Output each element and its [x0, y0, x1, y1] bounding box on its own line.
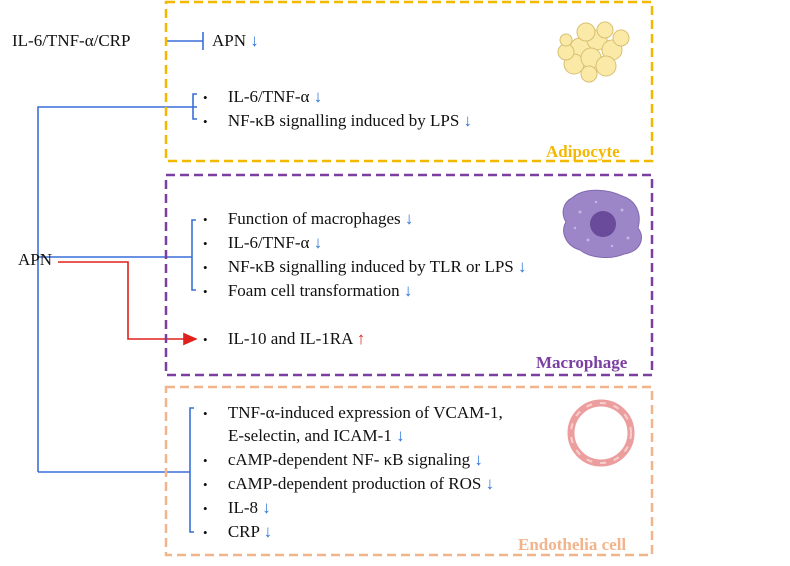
down-arrow-icon: ↓ [474, 450, 483, 469]
list-item: • IL-6/TNF-α ↓ [203, 233, 322, 254]
apn-item-text: APN [212, 31, 247, 50]
apn-promote-line [58, 261, 198, 346]
down-arrow-icon: ↓ [404, 209, 414, 228]
bullet: • [203, 406, 208, 421]
item-text: IL-6/TNF-α [227, 87, 310, 106]
apn-label: APN [18, 250, 53, 269]
apn-to-adipocyte-line [37, 106, 197, 258]
item-text: cAMP-dependent NF- κB signaling [227, 450, 471, 469]
adipocyte-cells-icon [557, 21, 630, 83]
item-text: TNF-α-induced expression of VCAM-1, [227, 403, 503, 422]
list-item: • Function of macrophages ↓ [203, 209, 413, 230]
list-item: • IL-8 ↓ [203, 498, 271, 519]
item-text: IL-6/TNF-α [227, 233, 310, 252]
down-arrow-icon: ↓ [403, 281, 413, 300]
bullet: • [203, 236, 208, 251]
list-item: • IL-10 and IL-1RA ↑ [203, 329, 365, 350]
bullet: • [203, 212, 208, 227]
macrophage-bracket [191, 219, 196, 291]
list-item: • NF-κB signalling induced by TLR or LPS… [203, 257, 526, 278]
item-text: NF-κB signalling induced by TLR or LPS [227, 257, 514, 276]
bullet: • [203, 260, 208, 275]
list-item: • CRP ↓ [203, 522, 272, 543]
bullet: • [203, 332, 208, 347]
bullet: • [203, 284, 208, 299]
down-arrow-icon: ↓ [250, 31, 259, 50]
bullet: • [203, 90, 208, 105]
adipocyte-panel [164, 0, 654, 163]
down-arrow-icon: ↓ [463, 111, 473, 130]
adipocyte-bracket [192, 93, 197, 120]
item-text: NF-κB signalling induced by LPS [227, 111, 460, 130]
item-text: IL-8 [227, 498, 259, 517]
item-text: E-selectin, and ICAM-1 [228, 426, 392, 445]
list-item: • IL-6/TNF-α ↓ [203, 87, 322, 108]
down-arrow-icon: ↓ [396, 426, 405, 445]
item-text: CRP [227, 522, 260, 541]
list-item: • Foam cell transformation ↓ [203, 281, 412, 302]
bullet: • [203, 477, 208, 492]
adipocyte-apn-item: APN ↓ [212, 31, 259, 51]
macrophage-panel [164, 173, 654, 377]
item-text: Foam cell transformation [227, 281, 400, 300]
up-arrow-icon: ↑ [356, 329, 366, 348]
endothelia-bracket [189, 407, 194, 533]
macrophage-title: Macrophage [536, 353, 628, 372]
endothelia-title: Endothelia cell [518, 535, 627, 554]
item-text: IL-10 and IL-1RA [227, 329, 353, 348]
down-arrow-icon: ↓ [313, 233, 323, 252]
endothelial-vessel-icon [567, 399, 635, 467]
list-item-continuation: E-selectin, and ICAM-1 ↓ [228, 426, 405, 446]
item-text: Function of macrophages [227, 209, 401, 228]
down-arrow-icon: ↓ [263, 522, 273, 541]
adipocyte-title: Adipocyte [546, 142, 620, 161]
down-arrow-icon: ↓ [517, 257, 527, 276]
macrophage-cell-icon [562, 189, 642, 258]
source-label: IL-6/TNF-α/CRP [12, 31, 131, 50]
bullet: • [203, 114, 208, 129]
bullet: • [203, 453, 208, 468]
bullet: • [203, 501, 208, 516]
list-item: • NF-κB signalling induced by LPS ↓ [203, 111, 472, 132]
down-arrow-icon: ↓ [313, 87, 323, 106]
list-item: • TNF-α-induced expression of VCAM-1, [203, 403, 503, 424]
down-arrow-icon: ↓ [262, 498, 271, 517]
endothelia-panel [164, 385, 654, 557]
list-item: • cAMP-dependent production of ROS ↓ [203, 474, 494, 495]
bullet: • [203, 525, 208, 540]
list-item: • cAMP-dependent NF- κB signaling ↓ [203, 450, 483, 471]
item-text: cAMP-dependent production of ROS [227, 474, 482, 493]
down-arrow-icon: ↓ [485, 474, 495, 493]
